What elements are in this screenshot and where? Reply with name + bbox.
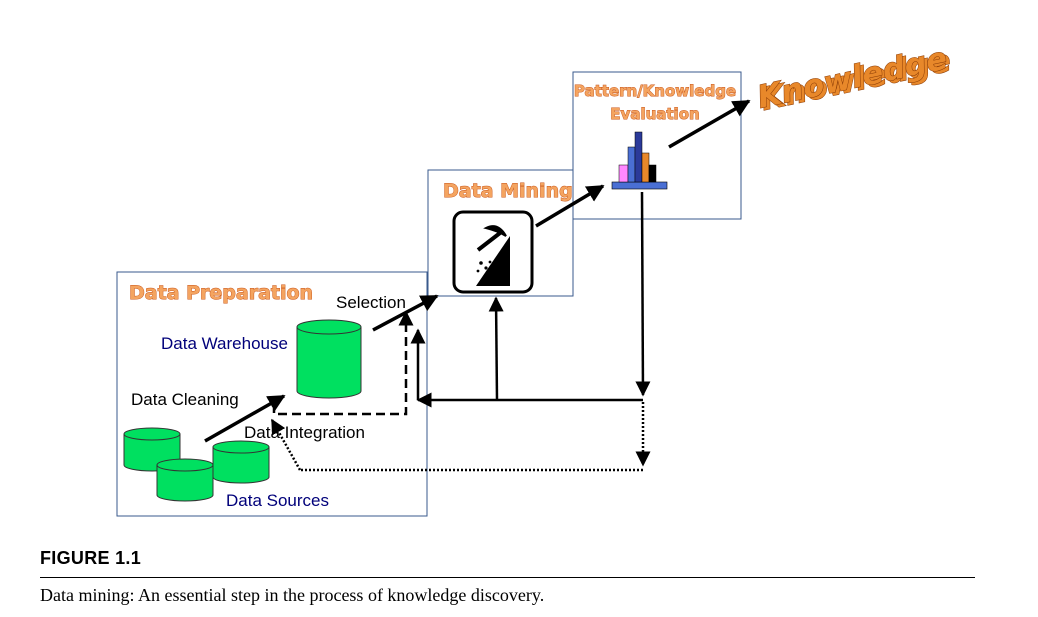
kdd-process-diagram: Data Preparation Data Mining Pattern/Kno…: [116, 40, 955, 517]
data-cleaning-label: Data Cleaning: [131, 390, 239, 409]
data-source-database-icon: [156, 458, 214, 502]
pattern-evaluation-title: Pattern/Knowledge: [574, 82, 736, 100]
knowledge-wordart: Knowledge Knowledge: [754, 40, 955, 119]
data-preparation-title: Data Preparation: [129, 282, 313, 304]
data-source-database-icon: [212, 440, 270, 484]
bar-chart-icon: [611, 131, 668, 190]
feedback-lines: [410, 191, 651, 408]
data-mining-title: Data Mining: [443, 180, 573, 202]
data-sources-label: Data Sources: [226, 491, 329, 510]
figure-label: FIGURE 1.1: [40, 548, 142, 568]
pattern-evaluation-title-line2: Evaluation: [610, 105, 699, 123]
figure-divider: [40, 577, 975, 578]
integration-dashed-path: [272, 310, 414, 416]
selection-label: Selection: [336, 293, 406, 312]
data-integration-label: Data Integration: [244, 423, 365, 442]
data-warehouse-label: Data Warehouse: [161, 334, 288, 353]
pickaxe-mining-icon: [452, 210, 534, 294]
svg-text:Knowledge: Knowledge: [754, 40, 950, 115]
data-warehouse-database-icon: [296, 319, 362, 399]
dotted-feedback-path: [270, 402, 651, 472]
figure-caption: Data mining: An essential step in the pr…: [40, 585, 545, 605]
